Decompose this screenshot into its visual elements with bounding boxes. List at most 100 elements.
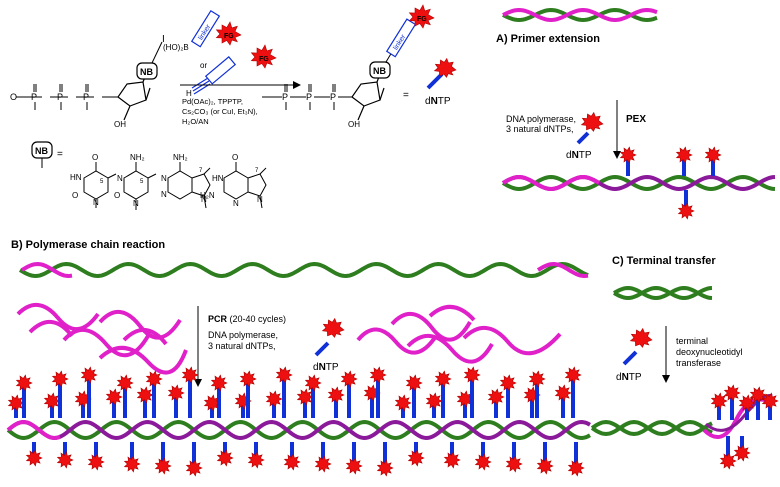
labelled-nucleotide [619,146,637,176]
phosphate-o1: O [10,92,17,102]
labelled-nucleotide [463,366,481,418]
guanine-h2n: H₂N [200,191,215,200]
pcr-labels [7,366,585,477]
pex-template-duplex [502,7,658,23]
labelled-nucleotide [56,442,74,469]
labelled-nucleotide [733,436,751,462]
linker-reagent-1: linker [190,9,221,48]
linker-product: linker [385,18,417,58]
labelled-nucleotide [499,374,517,418]
labelled-nucleotide [80,366,98,418]
labelled-nucleotide [723,384,741,420]
pcr-method-label: PCR (20-40 cycles) [208,314,286,324]
cytosine-n: N [117,174,123,183]
labelled-nucleotide [275,366,293,418]
adenine-pos: 7 [199,168,203,174]
labelled-nucleotide [43,392,61,418]
labelled-nucleotide [456,390,474,418]
labelled-nucleotide [314,442,332,473]
dntp-label-pcr: dNTP [313,362,339,373]
labelled-nucleotide [145,370,163,418]
phosphate-p6: P [330,92,336,102]
labelled-nucleotide [7,394,25,418]
labelled-nucleotide [304,374,322,418]
labelled-nucleotide [136,386,154,418]
svg-text:FG: FG [224,33,234,40]
svg-text:FG: FG [417,16,427,23]
labelled-nucleotide [25,442,43,467]
labelled-nucleotide [738,394,756,420]
pcr-product-duplex [6,419,591,441]
pcr-primer-cloud-right [356,305,562,364]
adenine-n9: N [201,195,207,204]
labelled-nucleotide [154,442,172,475]
labelled-nucleotide [554,384,572,418]
labelled-nucleotide [474,442,492,471]
cytosine-o: O [114,191,120,200]
triphosphate-left [16,84,118,110]
fg-burst-product: FG [408,4,435,29]
guanine-o: O [232,153,238,162]
adenine-nh2: NH₂ [173,153,188,162]
uracil-n: N [93,198,99,207]
labelled-nucleotide [369,366,387,418]
adenine-n3: N [161,190,167,199]
labelled-nucleotide [185,442,203,477]
base-rings [83,162,267,210]
cytosine-n1: N [133,199,139,208]
labelled-nucleotide [567,442,585,477]
labelled-nucleotide [434,370,452,418]
labelled-nucleotide [564,366,582,418]
nucleobase-box-left [136,62,158,80]
labelled-nucleotide [167,384,185,418]
tdt-enzyme-2: deoxynucleotidyl [676,347,743,357]
phosphate-p4: P [282,92,288,102]
dntp-icon-top [426,57,457,90]
tdt-labels [710,384,779,470]
labelled-nucleotide [675,146,693,176]
labelled-nucleotide [116,374,134,418]
panel-a-title: A) Primer extension [496,33,600,45]
labelled-nucleotide [710,392,728,420]
labelled-nucleotide [425,392,443,418]
pex-condition-1: DNA polymerase, [506,114,576,124]
pcr-template-duplex [18,261,589,279]
phosphate-p1: P [31,92,37,102]
labelled-nucleotide [265,390,283,418]
triphosphate-right [262,84,352,110]
nucleobase-structures: NB = O HN O [31,141,267,210]
uracil-pos: 5 [100,179,104,185]
nucleobase-box-right [369,61,391,79]
cytosine-pos: 5 [140,179,144,185]
guanine-n3: N [233,199,239,208]
boronic-acid-label: (HO)₂B [163,43,189,52]
dntp-icon-pcr [314,317,345,357]
iodo-label: I [162,34,165,45]
labelled-nucleotide [749,386,767,420]
dntp-label-tdt: dNTP [616,372,642,383]
svg-text:FG: FG [259,56,269,63]
labelled-nucleotide [247,442,265,469]
dntp-icon-tdt [622,327,653,366]
labelled-nucleotide [216,442,234,467]
tdt-substrate-duplex [613,285,713,301]
sugar-ring-right [351,73,385,121]
iodo-bond [151,41,163,64]
labelled-nucleotide [203,394,221,418]
labelled-nucleotide [210,374,228,418]
condition-line-1: Pd(OAc)₂, TPPTP, [182,97,243,106]
pcr-condition-2: 3 natural dNTPs, [208,341,276,351]
labelled-nucleotide [405,374,423,418]
pcr-condition-1: DNA polymerase, [208,330,278,340]
pex-labels [619,146,722,220]
or-label: or [200,61,207,70]
uracil-o-top: O [92,153,98,162]
labelled-nucleotide [536,442,554,475]
dntp-label-top: dNTP [425,96,451,107]
alkyne-reagent [191,77,211,95]
pex-method-label: PEX [626,114,646,125]
panel-c-title: C) Terminal transfer [612,255,716,267]
labelled-nucleotide [761,392,779,420]
